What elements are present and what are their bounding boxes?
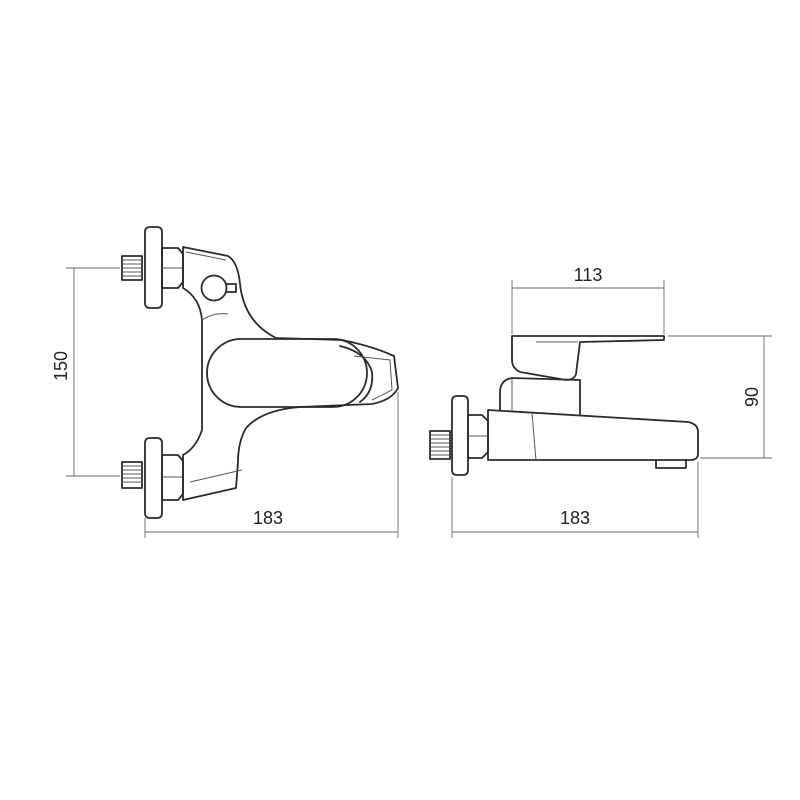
dim-front-height bbox=[66, 267, 120, 477]
side-flange bbox=[451, 395, 469, 476]
dim-front-width-label: 183 bbox=[253, 508, 283, 528]
dim-side-lever bbox=[511, 280, 665, 334]
front-top-flange bbox=[144, 226, 163, 309]
dim-side-height-label: 90 bbox=[742, 387, 762, 407]
side-thread bbox=[429, 430, 451, 460]
dim-side-height bbox=[668, 335, 772, 459]
front-top-thread bbox=[121, 255, 143, 281]
side-spout-body bbox=[487, 409, 699, 461]
front-bottom-thread bbox=[121, 461, 143, 489]
side-lever bbox=[511, 335, 665, 381]
dim-side-width-label: 183 bbox=[560, 508, 590, 528]
front-body bbox=[182, 246, 399, 501]
side-view: 113 90 183 bbox=[429, 265, 772, 538]
front-diverter-knob bbox=[200, 274, 228, 302]
front-bottom-flange bbox=[144, 437, 163, 519]
side-aerator bbox=[655, 459, 687, 469]
front-handle-lever bbox=[206, 338, 368, 408]
front-view: 150 183 bbox=[51, 226, 399, 538]
dim-front-height-label: 150 bbox=[51, 351, 71, 381]
dim-front-width bbox=[144, 392, 399, 538]
dim-side-width bbox=[451, 462, 699, 538]
dim-side-lever-label: 113 bbox=[574, 265, 603, 285]
